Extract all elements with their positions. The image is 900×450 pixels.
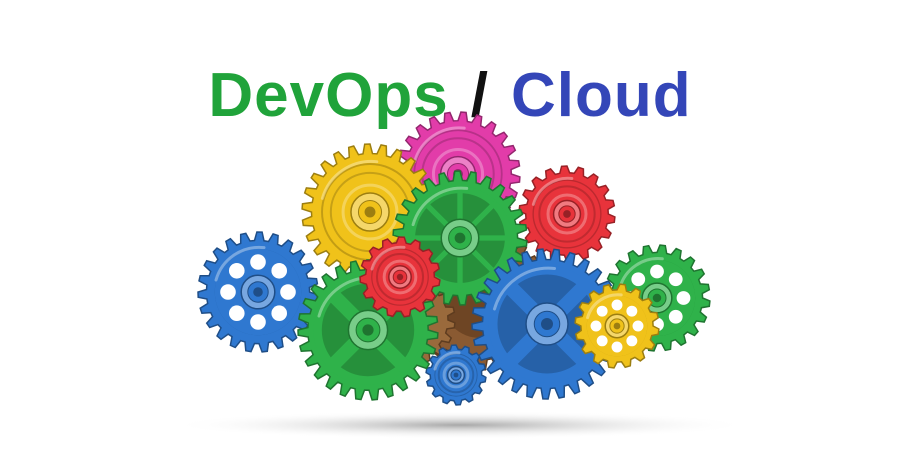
- title-cloud: Cloud: [510, 60, 692, 130]
- blue-gear-large-right: [471, 248, 623, 400]
- gears-group: [197, 111, 711, 406]
- red-gear-small: [359, 236, 441, 318]
- ground-shadow: [170, 411, 750, 439]
- yellow-gear-small: [574, 283, 660, 369]
- blue-gear-left: [197, 231, 319, 353]
- page-title: DevOps / Cloud: [0, 56, 900, 136]
- title-devops: DevOps: [208, 60, 449, 130]
- title-separator: /: [470, 60, 489, 130]
- blue-gear-small-bottom: [425, 344, 487, 406]
- red-gear-right: [518, 165, 616, 263]
